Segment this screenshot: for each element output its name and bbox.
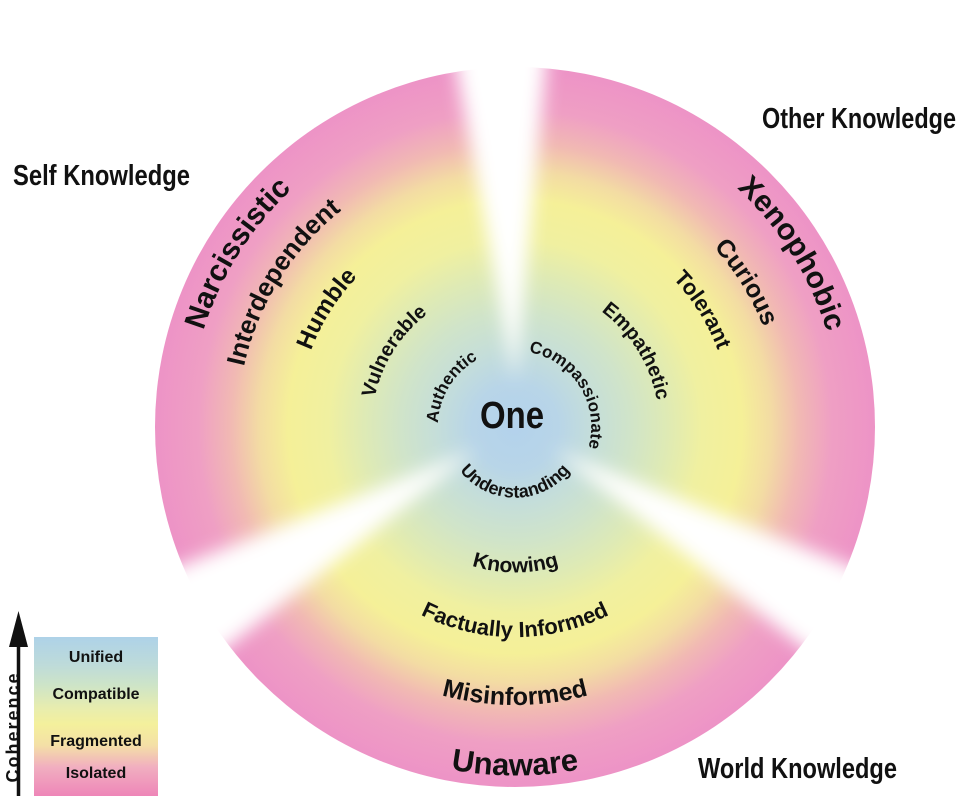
legend-label-unified: Unified <box>69 649 123 666</box>
world-knowledge-label: World Knowledge <box>698 753 897 785</box>
legend-label-isolated: Isolated <box>66 765 126 782</box>
coherence-circle <box>155 67 875 787</box>
self-knowledge-label: Self Knowledge <box>13 160 190 192</box>
coherence-legend: Coherence Unified Compatible Fragmented … <box>3 611 158 796</box>
legend-label-fragmented: Fragmented <box>50 733 142 750</box>
center-one-label: One <box>480 395 544 437</box>
coherence-axis-arrowhead-icon <box>9 611 28 647</box>
coherence-axis-label: Coherence <box>3 671 23 782</box>
world-word-unaware: Unaware <box>450 742 581 783</box>
other-knowledge-label: Other Knowledge <box>762 103 956 135</box>
divider-lower-left-wedge <box>159 450 476 661</box>
divider-top-wedge <box>452 45 548 382</box>
sector-dividers <box>159 45 871 661</box>
world-word-unaware-text: Unaware <box>450 742 581 783</box>
legend-label-compatible: Compatible <box>52 686 139 703</box>
legend-gradient-box <box>34 637 158 796</box>
divider-lower-right-wedge <box>554 450 871 661</box>
